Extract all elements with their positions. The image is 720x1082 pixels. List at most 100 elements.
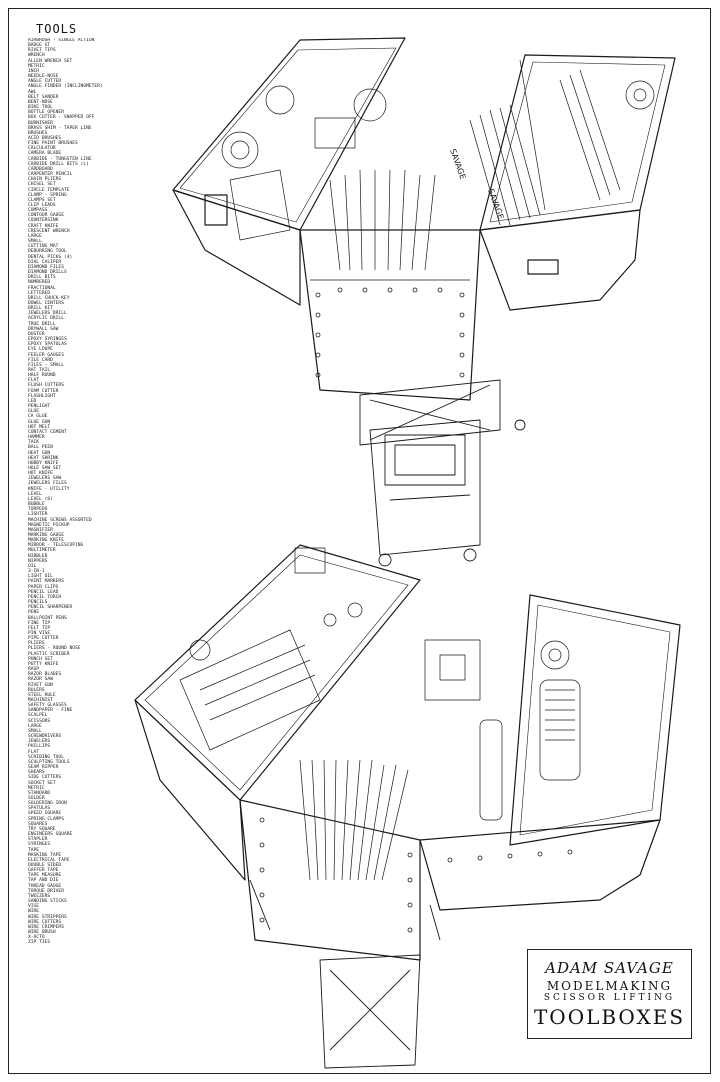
tool-list-item: ACRYLIC DRILL	[28, 316, 64, 322]
tool-list-item: LIGHTER	[28, 512, 48, 518]
tool-list-item: SEAM RIPPER	[28, 765, 59, 771]
tool-list-item: HOT MELT	[28, 424, 51, 430]
tool-list-item: SPRING CLAMPS	[28, 816, 64, 822]
lower-left-lid	[134, 544, 421, 801]
lower-right-wall	[419, 819, 661, 911]
tool-list-item: SOCKET SET	[28, 780, 56, 786]
tool-list-item: LETTERED	[28, 290, 51, 296]
tool-list-item: FELT TIP	[28, 625, 51, 631]
tool-list-item: SCULPTING TOOLS	[28, 759, 70, 765]
tool-list-item: GLUE	[28, 409, 40, 415]
tool-list-item: TACK	[28, 440, 40, 446]
tool-list-item: LARGE	[28, 723, 42, 729]
tool-list-item: RAZOR SAW	[28, 677, 53, 683]
tool-list-item: SANDING STICKS	[28, 899, 67, 905]
tool-list-item: ENGINEERS SQUARE	[28, 832, 73, 838]
tool-list-item: ANGLE FINDER (INCLINOMETER)	[28, 84, 103, 90]
tool-list-item: FEELER GAUGES	[28, 352, 64, 358]
title-block: ADAM SAVAGE MODELMAKING SCISSOR LIFTING …	[527, 949, 692, 1039]
lower-toolbox	[134, 544, 681, 1069]
tool-list-item: ALLEN WRENCH SET	[28, 58, 73, 64]
tool-list-item: ACID BRUSHES	[28, 135, 62, 141]
tool-list-item: CHISEL SET	[28, 182, 56, 188]
upper-center-body	[299, 229, 481, 401]
tool-list-item: METRIC	[28, 63, 45, 69]
tool-list-item: BUBBLE	[28, 502, 45, 508]
tool-list-item: TORQUE DRIVER	[28, 888, 64, 894]
tool-list-item: DOWEL CENTERS	[28, 300, 64, 306]
tool-list-item: DIAMOND FILES	[28, 264, 64, 270]
tool-list-item: PENLIGHT	[28, 404, 51, 410]
tool-list-item: INCH	[28, 68, 40, 74]
upper-toolbox: SAVAGE SAVAGE	[172, 37, 676, 567]
tool-list-item: MACHINE SCREWS ASSORTED	[28, 517, 92, 523]
lower-right-lid	[509, 594, 681, 846]
upper-scissor-lift	[359, 379, 526, 567]
tool-list-item: GLUE GUN	[28, 419, 51, 425]
tool-list-item: COUNTERSINK	[28, 218, 59, 224]
tool-list-item: CUTTING MAT	[28, 244, 59, 250]
tool-list-item: PAINT MARKERS	[28, 579, 64, 585]
tool-list-item: PIPE CUTTER	[28, 636, 59, 642]
tool-list-item: STEEL RULE	[28, 692, 56, 698]
tool-list-item: HALF ROUND	[28, 373, 56, 379]
tool-list-item: AWL	[28, 89, 37, 95]
upper-label-right: SAVAGE	[486, 188, 505, 221]
tool-list-item: DRILL KIT	[28, 306, 53, 312]
tool-list-item: LEVEL	[28, 491, 42, 497]
tool-list-item: X-ACTO	[28, 935, 45, 941]
tool-list-item: PENCIL LEAD	[28, 589, 59, 595]
tool-list-item: SCREWDRIVERS	[28, 734, 62, 740]
tool-list-item: VISE	[28, 904, 40, 910]
tool-list-item: ZIP TIES	[28, 940, 51, 946]
tool-list-item: CLAMP - SPRING	[28, 192, 67, 198]
tool-list-item: RIVET GUN	[28, 682, 53, 688]
tool-list-item: LARGE	[28, 233, 42, 239]
tool-list-item: JEWELERS DRILL	[28, 311, 67, 317]
tool-list-item: CRESCENT WRENCH	[28, 228, 70, 234]
tool-list-item: CIRCLE TEMPLATE	[28, 187, 70, 193]
tool-list-item: 3-IN-1	[28, 569, 45, 575]
tool-list-item: NIPPERS	[28, 558, 48, 564]
tool-list-item: TAP AND DIE	[28, 878, 59, 884]
tool-list-item: SCALPEL	[28, 713, 48, 719]
tool-list-item: DRILL BITS	[28, 275, 56, 281]
tool-list-item: PAPER CLIPS	[28, 584, 59, 590]
tool-list-item: CA GLUE	[28, 414, 48, 420]
tool-list-item: SMALL	[28, 239, 42, 245]
tool-list-item: HEAT GUN	[28, 450, 51, 456]
tool-list-item: LEVEL (6)	[28, 496, 53, 502]
tool-list-item: WIRE BRUSH	[28, 930, 56, 936]
tool-list-item: TWEEZERS	[28, 893, 51, 899]
tool-list-item: PUTTY KNIFE	[28, 661, 59, 667]
tool-list-item: SANDPAPER - FINE	[28, 708, 73, 714]
tool-list-item: LIGHT OIL	[28, 574, 53, 580]
tool-list-item: RAZOR BLADES	[28, 672, 62, 678]
tool-list-item: PENS	[28, 610, 40, 616]
tool-list-item: CLIP LEADS	[28, 203, 56, 208]
title-line-scissor-lifting: SCISSOR LIFTING	[543, 993, 676, 1003]
tool-list-item: EYE LOUPE	[28, 347, 53, 353]
title-line-toolboxes: TOOLBOXES	[533, 1005, 686, 1029]
lower-tools-cluster	[179, 547, 581, 881]
tool-list-item: DUSTER	[28, 331, 45, 337]
upper-latch	[204, 194, 228, 226]
title-line-modelmaking: MODELMAKING	[546, 979, 673, 993]
tool-list-item: PENCIL SHARPENER	[28, 605, 73, 611]
tool-list-item: RIVET TIPS	[28, 48, 56, 54]
tool-list-item: FOAM CUTTER	[28, 388, 59, 394]
tool-list-item: CARBIDE DRILL BITS (L)	[28, 161, 89, 167]
author-name: ADAM SAVAGE	[545, 959, 674, 977]
tool-list-item: ELECTRICAL TAPE	[28, 857, 70, 863]
tool-list-item: FLAT	[28, 749, 40, 755]
tool-list-item: WIRE CUTTERS	[28, 919, 62, 925]
tool-list-item: BURNISHER	[28, 120, 53, 126]
poster-sheet	[8, 8, 711, 1074]
tool-list-item: DEBURRING TOOL	[28, 249, 67, 255]
tool-list-item: FLASHLIGHT	[28, 393, 56, 399]
tool-list-item: SYRINGES	[28, 842, 51, 848]
tool-list-item: MACHINIST	[28, 698, 53, 703]
tool-list-item: MIRROR - TELESCOPING	[28, 543, 84, 549]
tool-list-item: CARBIDE - TUNGSTEN LINE	[28, 156, 92, 162]
